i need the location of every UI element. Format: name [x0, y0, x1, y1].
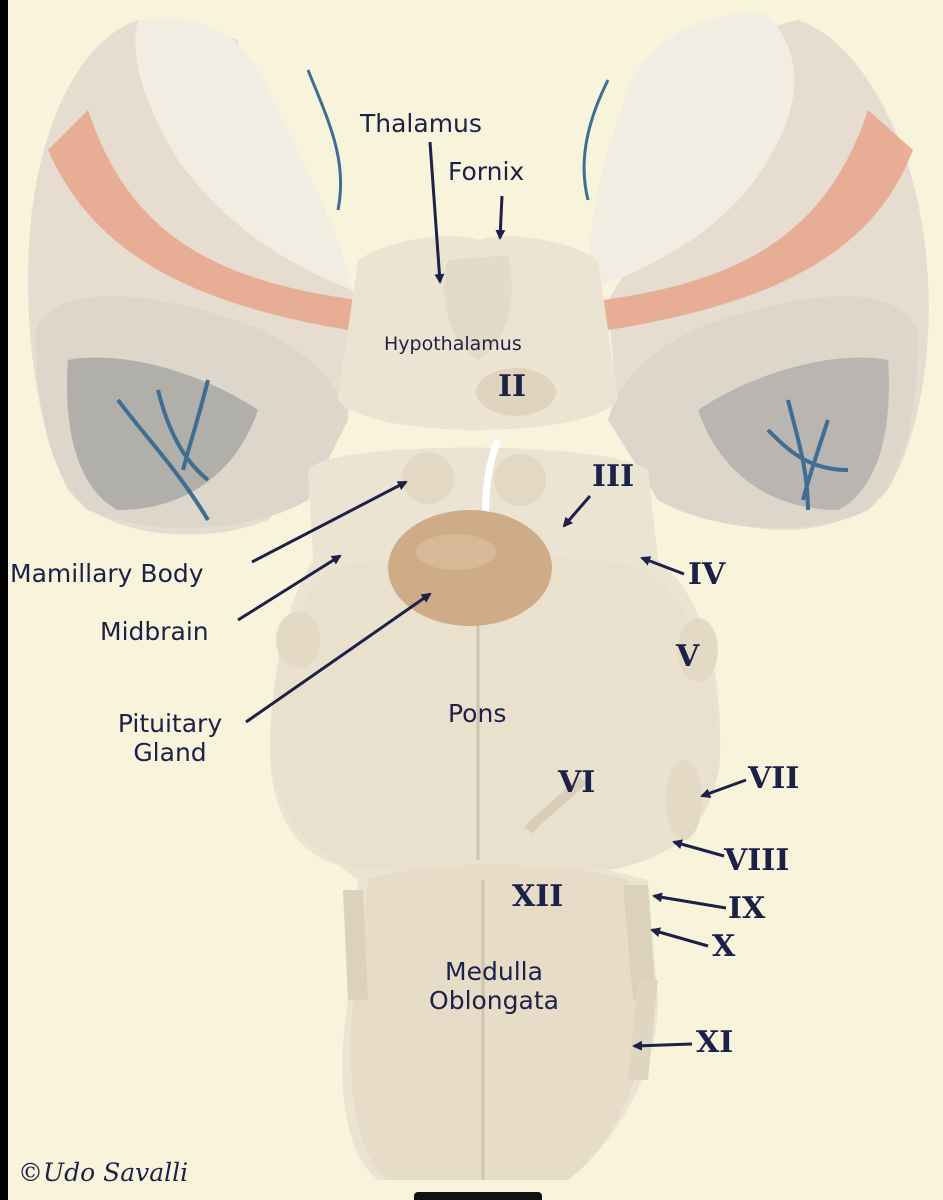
arrow-xi — [632, 1040, 693, 1051]
arrows — [237, 141, 747, 1051]
figure-canvas: Thalamus Fornix Hypothalamus Mamillary B… — [8, 0, 943, 1200]
label-nerve-v: V — [676, 639, 700, 674]
label-nerve-xi: XI — [696, 1025, 734, 1060]
arrow-pituitary-gland — [245, 592, 432, 724]
arrow-x — [650, 927, 709, 948]
label-medulla-oblongata: Medulla Oblongata — [429, 957, 559, 1015]
label-midbrain: Midbrain — [100, 617, 209, 646]
arrow-thalamus — [428, 141, 445, 284]
left-cerebral-hemisphere — [27, 18, 358, 535]
image-credit: ©Udo Savalli — [18, 1158, 189, 1187]
label-mamillary-body: Mamillary Body — [10, 559, 204, 588]
label-nerve-iv: IV — [688, 557, 726, 592]
brain-model-illustration — [27, 13, 929, 1180]
arrow-mamillary-body — [251, 480, 408, 564]
arrow-ix — [652, 892, 727, 910]
label-nerve-xii: XII — [512, 879, 564, 914]
label-nerve-viii: VIII — [724, 843, 790, 878]
label-thalamus: Thalamus — [360, 109, 482, 138]
home-indicator[interactable] — [414, 1192, 542, 1200]
brainstem — [269, 447, 721, 1180]
arrow-fornix — [495, 195, 506, 240]
label-nerve-iii: III — [592, 459, 635, 494]
arrow-iv — [640, 556, 685, 576]
label-nerve-ii: II — [498, 369, 527, 404]
diencephalon — [338, 236, 618, 430]
arrow-viii — [672, 839, 725, 858]
arrow-midbrain — [237, 554, 342, 622]
label-fornix: Fornix — [448, 157, 525, 186]
label-pituitary-gland: Pituitary Gland — [117, 709, 223, 767]
label-nerve-vii: VII — [748, 761, 800, 796]
label-nerve-ix: IX — [728, 891, 766, 926]
arrow-iii — [562, 495, 592, 528]
label-pons: Pons — [448, 699, 507, 728]
label-nerve-vi: VI — [558, 765, 596, 800]
label-hypothalamus: Hypothalamus — [384, 333, 522, 355]
right-cerebral-hemisphere — [582, 13, 929, 530]
mamillary-bodies — [402, 452, 546, 506]
arrow-vii — [700, 778, 747, 798]
label-nerve-x: X — [712, 929, 736, 964]
